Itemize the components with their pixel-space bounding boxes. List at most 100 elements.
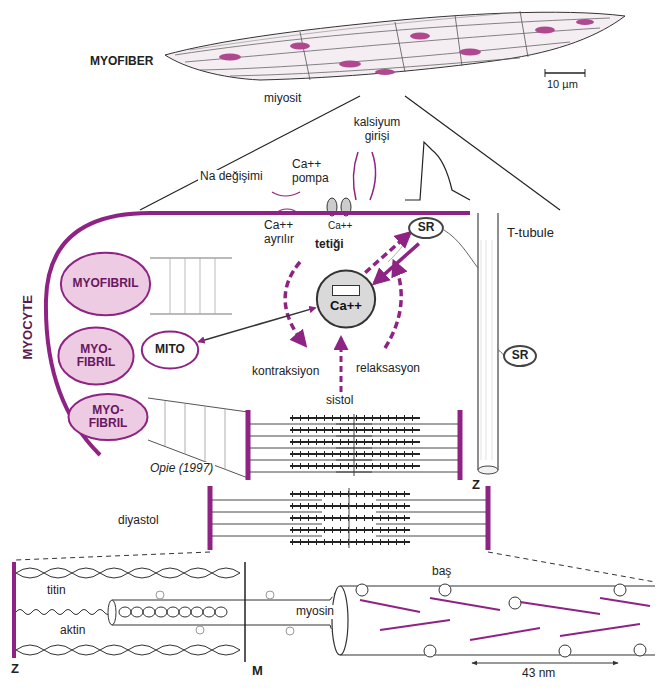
mitochondrion: MITO [140,330,200,370]
t-tubule [478,213,498,474]
node-label: MYO-FIBRIL [70,343,122,369]
sarcomere-systole-part [290,418,420,466]
node-outline-shape [69,394,148,440]
filament-detail-part [16,645,240,655]
filament-detail-part [156,591,164,599]
filament-detail-part [634,644,646,656]
sr-sac: SR [408,217,444,239]
myofiber-illustration-part [375,69,395,75]
myofiber-illustration-part [576,19,594,25]
filament-detail-part [12,562,16,658]
sarcomere-systole-part [354,414,355,476]
sarcomere-systole-part [246,410,251,480]
myofiber-illustration-part [219,54,241,61]
filament-detail-part [356,584,368,596]
myofibril-cylinders-part [148,440,248,478]
filament-detail-part [472,663,618,664]
calcium-pool: Ca++ [315,268,377,330]
filament-detail-part [266,591,274,599]
t-tubule-part [481,240,492,460]
connector-arrow [199,308,316,342]
sarcomere-diastole-part [349,488,350,548]
sarcomere-diastole-part [290,494,410,542]
cycle-arrows-part [285,262,305,345]
sarcomere-diastole-part [292,494,408,542]
myofiber-illustration-part [200,42,570,70]
action-potential-part [405,142,470,200]
filament-detail [14,562,655,663]
filament-detail-part [424,645,436,657]
node-outline-shape [409,218,443,238]
scale-bar-part [585,69,586,77]
filament-detail-part [332,586,348,655]
scale-bar-part [545,69,546,77]
filament-detail-part [360,598,650,640]
t-tubule-part [477,213,478,470]
filament-detail-part [112,600,330,601]
part-label: Ca++ ayrılır [262,219,318,247]
sarcomere-systole-part [458,410,463,480]
myofibril-cylinders-part [170,258,215,314]
part-label: baş [430,565,453,579]
myofiber-illustration-part [230,58,520,76]
myofibril-shape: MYOFIBRIL [58,250,153,318]
myofibril-cylinders-part [150,258,232,259]
part-label: miyosit [262,92,303,106]
myofibril-cylinders-part [148,398,248,412]
filament-detail-part [16,610,112,615]
sarcomere-diastole [210,486,488,550]
zoom-lines-part [16,552,210,560]
filament-detail-part [196,626,204,634]
filament-detail-part [16,568,240,578]
part-label: diyastol [116,514,161,528]
cycle-arrows-part [340,338,343,392]
part-label: M [250,664,265,679]
filament-detail-part [203,607,215,617]
filament-detail-part [16,645,240,655]
exchanger-arrows-part [272,192,300,196]
filament-detail-part [167,607,179,617]
part-label: MYOCYTE [21,297,36,361]
filament-detail-part [131,607,143,617]
zoom-lines-part [405,96,560,210]
filament-detail-part [16,568,240,578]
node-label: MYOFIBRIL [73,277,139,290]
sr-sac: SR [503,345,537,367]
myofiber-illustration-part [395,22,405,72]
part-label: MYOFIBER [88,55,155,69]
filament-detail-part [439,584,451,596]
filament-detail-part [509,597,521,609]
sr-network-part [444,230,478,268]
part-label: Z [470,478,482,493]
filament-detail-part [286,627,294,635]
myofiber-illustration-part [410,33,430,40]
part-label: myosin [294,605,336,619]
filament-detail-part [112,625,330,626]
zoom-lines [140,96,560,210]
filament-detail-part [340,585,655,586]
myofiber-illustration-part [290,43,310,50]
myofibril-cylinders-part [150,314,232,315]
calcium-entry-arrows-part [353,152,358,200]
filament-detail-part [215,607,227,617]
myofiber-illustration-part [300,32,310,80]
myofibril-cylinders-part [165,401,225,470]
myofiber-illustration [165,11,625,80]
part-label: Ca++ [326,220,354,232]
action-potential [405,142,470,200]
zoom-lines-part [140,96,360,210]
filament-detail-part [191,607,203,617]
calcium-entry-arrows-part [370,152,376,200]
calcium-entry-arrows [353,152,375,200]
zoom-lines [16,552,655,582]
t-tubule-part [478,466,498,474]
connector-arrow [375,244,419,284]
zoom-lines-part [488,552,655,582]
filament-detail-part [179,607,191,617]
part-label: Opie (1997) [148,462,215,476]
node-outline-shape [317,270,375,327]
part-label: sistol [324,394,355,408]
myofiber-illustration-part [455,15,462,66]
myofiber-illustration-part [339,61,361,68]
